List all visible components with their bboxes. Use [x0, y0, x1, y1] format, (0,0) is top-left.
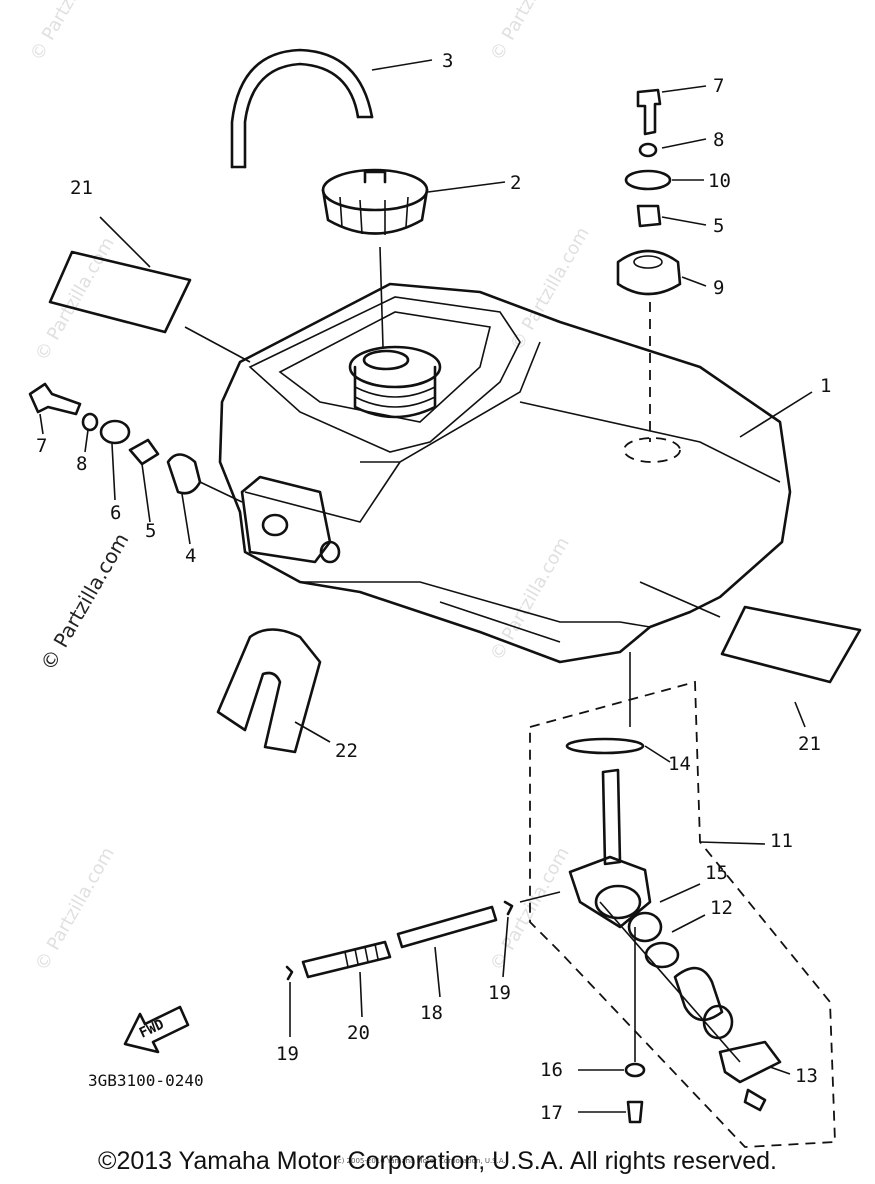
callout-16: 16 — [540, 1059, 563, 1081]
fuel-tank — [218, 282, 792, 664]
callout-numbers: 1 2 3 4 5 5 6 7 7 8 8 9 10 11 12 13 14 1… — [36, 50, 831, 1124]
callout-7-right: 7 — [713, 75, 724, 97]
watermark-main: © Partzilla.com — [36, 529, 134, 675]
callout-14: 14 — [668, 753, 691, 775]
callout-4: 4 — [185, 545, 196, 567]
right-mount-hardware — [616, 88, 682, 296]
callout-17: 17 — [540, 1102, 563, 1124]
callout-11: 11 — [770, 830, 793, 852]
callout-12: 12 — [710, 897, 733, 919]
copyright-notice: ©2013 Yamaha Motor Corporation, U.S.A. A… — [98, 1147, 777, 1175]
fuel-cap — [321, 168, 429, 348]
watermark: © Partzilla.com — [486, 534, 574, 665]
fuel-line — [285, 900, 514, 981]
small-notice: (c) 2005-2016 Yamaha Motor Corporation, … — [335, 1157, 506, 1165]
left-mount-hardware — [28, 382, 243, 503]
callout-21-right: 21 — [798, 733, 821, 755]
callout-13: 13 — [795, 1065, 818, 1087]
callout-18: 18 — [420, 1002, 443, 1024]
decals — [48, 250, 862, 684]
callout-9: 9 — [713, 277, 724, 299]
hose-guide — [216, 628, 322, 754]
callout-8-left: 8 — [76, 453, 87, 475]
callout-15: 15 — [705, 862, 728, 884]
watermark: © Partzilla.com — [506, 224, 594, 355]
callout-22: 22 — [335, 740, 358, 762]
callout-19-right: 19 — [488, 982, 511, 1004]
callout-19-left: 19 — [276, 1043, 299, 1065]
diagram-code: 3GB3100-0240 — [88, 1071, 204, 1090]
watermarks: © Partzilla.com © Partzilla.com © Partzi… — [26, 0, 594, 975]
callout-8-right: 8 — [713, 129, 724, 151]
callout-21-left: 21 — [70, 177, 93, 199]
watermark: © Partzilla.com — [486, 0, 574, 65]
callout-7-left: 7 — [36, 435, 47, 457]
callout-1: 1 — [820, 375, 831, 397]
fuel-cock-assembly — [519, 652, 836, 1148]
callout-2: 2 — [510, 172, 521, 194]
callout-20: 20 — [347, 1022, 370, 1044]
callout-3: 3 — [442, 50, 453, 72]
callout-6: 6 — [110, 502, 121, 524]
forward-arrow-icon: FWD — [123, 1005, 190, 1054]
watermark: © Partzilla.com — [26, 0, 114, 65]
breather-hose — [230, 48, 374, 169]
callout-5-left: 5 — [145, 520, 156, 542]
callout-5-right: 5 — [713, 215, 724, 237]
callout-10: 10 — [708, 170, 731, 192]
leader-lines — [39, 59, 813, 1113]
watermark: © Partzilla.com — [31, 844, 119, 975]
